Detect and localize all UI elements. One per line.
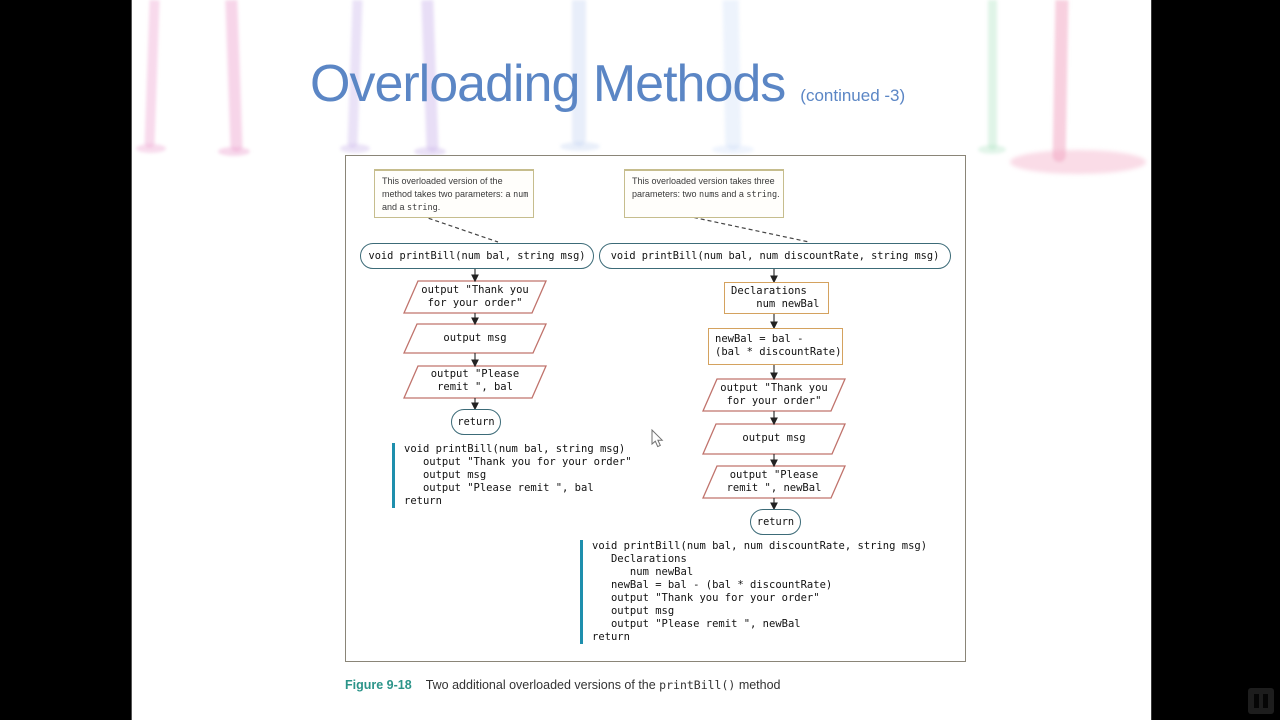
- flowchart-connectors-svg: [402, 215, 846, 511]
- annotation-code: string: [407, 203, 438, 213]
- annotation-text: s and a: [714, 188, 747, 199]
- io-step-label: output "Thank you for your order": [421, 284, 529, 309]
- figure-panel: This overloaded version of the method ta…: [345, 155, 966, 662]
- mouse-cursor-icon: [651, 429, 664, 448]
- annotation-text: .: [437, 202, 441, 212]
- figure-caption-text: method: [735, 678, 781, 692]
- annotation-code: num: [513, 189, 529, 200]
- pause-icon: [1263, 694, 1268, 708]
- slide-header: Overloading Methods (continued -3): [310, 54, 905, 114]
- figure-caption-text: Two additional overloaded versions of th…: [425, 678, 660, 692]
- pause-button[interactable]: [1248, 688, 1274, 714]
- figure-caption-code: printBill(): [659, 678, 736, 692]
- io-step-label: output "Please remit ", newBal: [726, 469, 822, 494]
- io-step-label: output msg: [443, 332, 507, 344]
- figure-caption: Figure 9-18 Two additional overloaded ver…: [345, 678, 781, 692]
- annotation-code: string: [746, 189, 778, 200]
- annotation-code: num: [699, 189, 715, 200]
- figure-caption-label: Figure 9-18: [345, 678, 412, 692]
- pseudocode-right: void printBill(num bal, num discountRate…: [580, 540, 927, 644]
- slide-area: Overloading Methods (continued -3): [131, 0, 1152, 720]
- method-header-left: void printBill(num bal, string msg): [360, 243, 594, 269]
- method-header-right: void printBill(num bal, num discountRate…: [599, 243, 951, 269]
- assignment-step: newBal = bal - (bal * discountRate): [708, 328, 843, 365]
- annotation-text: This overloaded version of the method ta…: [382, 176, 514, 199]
- return-terminal-right: return: [750, 509, 801, 535]
- io-step-label: output "Please remit ", bal: [430, 368, 520, 393]
- annotation-left: This overloaded version of the method ta…: [374, 169, 534, 218]
- io-step-label: output msg: [742, 432, 806, 444]
- annotation-text: and a: [382, 202, 408, 212]
- io-step-label: output "Thank you for your order": [720, 382, 828, 407]
- pseudocode-left: void printBill(num bal, string msg) outp…: [392, 443, 632, 508]
- return-terminal-left: return: [451, 409, 501, 435]
- declarations-step: Declarations num newBal: [724, 282, 829, 314]
- annotation-text: .: [777, 188, 780, 199]
- pause-icon: [1254, 694, 1259, 708]
- page-title: Overloading Methods: [310, 55, 786, 113]
- title-continued-label: (continued -3): [800, 86, 906, 105]
- annotation-connector-line: [421, 215, 810, 243]
- io-shape-outline: [402, 280, 846, 499]
- annotation-right: This overloaded version takes three para…: [624, 169, 784, 218]
- annotation-text: This overloaded version takes three para…: [632, 176, 775, 199]
